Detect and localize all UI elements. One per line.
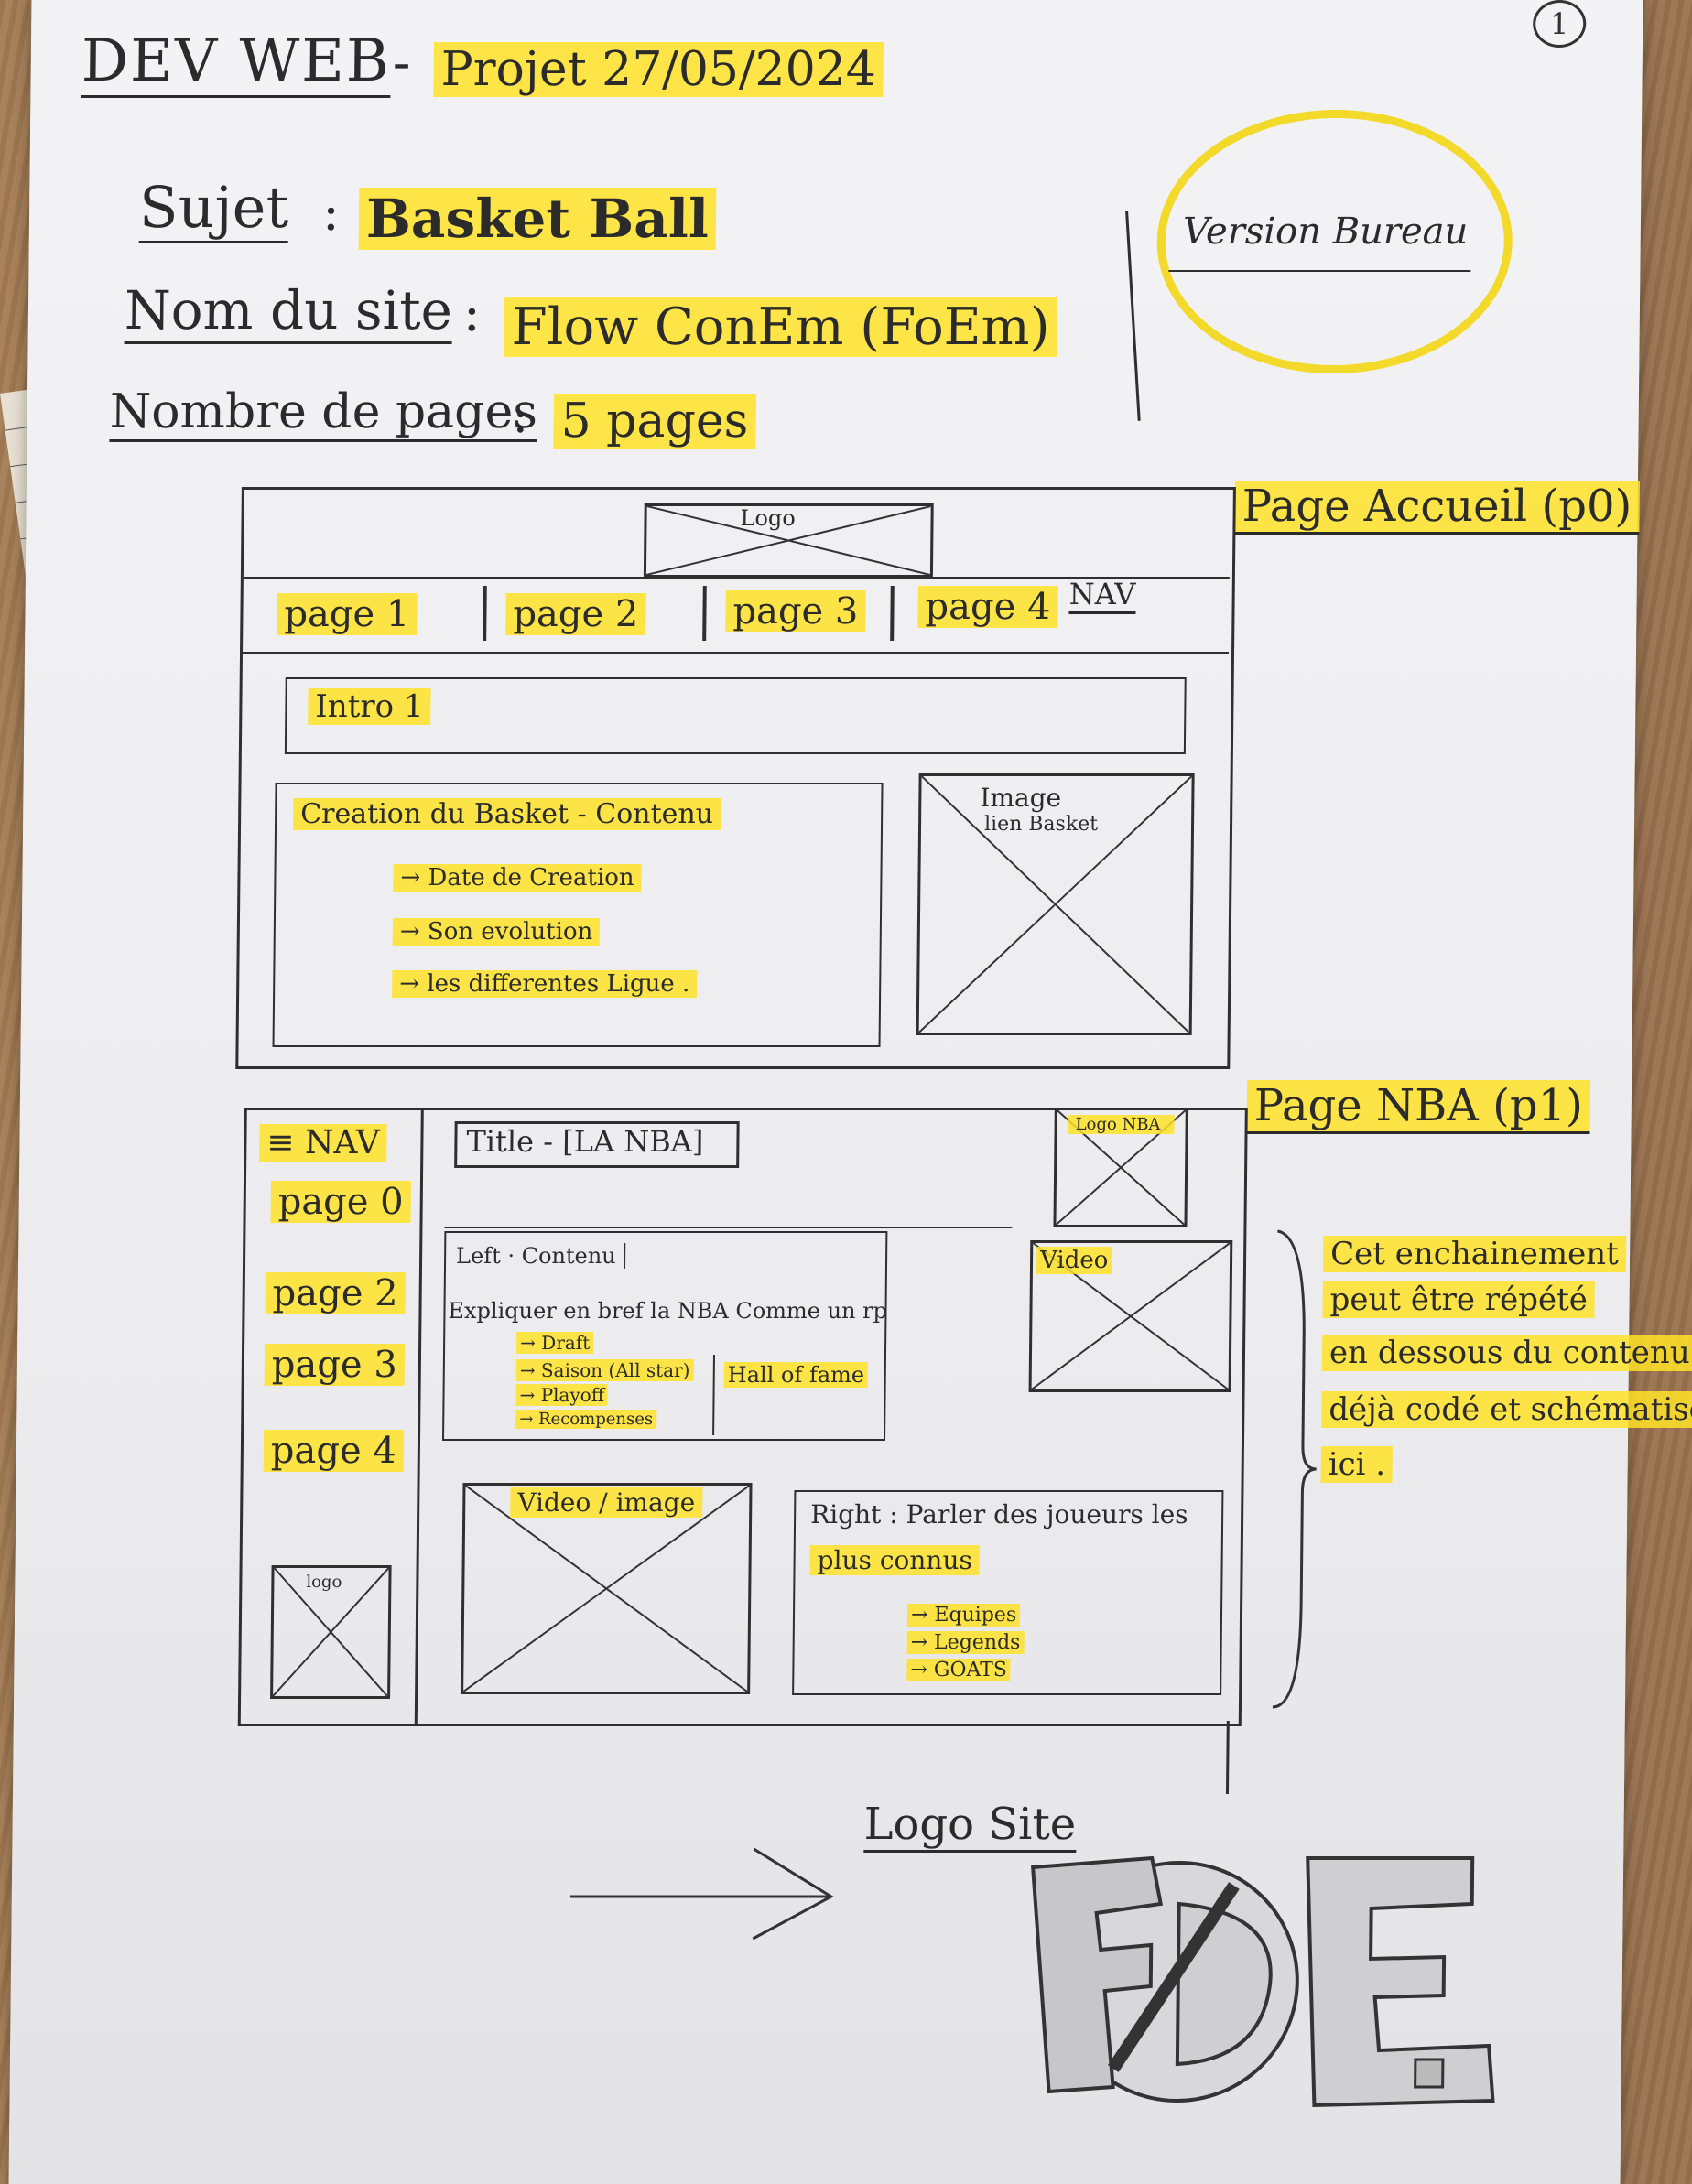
home-content-item-1: → Date de Creation [393, 864, 642, 892]
nba-nav-item-0: page 0 [270, 1181, 411, 1223]
nba-video-image-placeholder [461, 1483, 753, 1694]
nba-title-label: Title - [LA NBA] [466, 1124, 704, 1159]
note-line-4: déjà codé et schématisé [1321, 1391, 1692, 1428]
note-brace [1272, 1229, 1317, 1709]
home-nav-label: NAV [1068, 577, 1136, 614]
nba-page-title: Page NBA (p1) [1246, 1080, 1591, 1134]
home-image-placeholder [916, 773, 1195, 1035]
note-line-5: ici . [1320, 1446, 1394, 1483]
note-line-3: en dessous du contenu [1321, 1335, 1692, 1371]
nba-left-content-text: Expliquer en bref la NBA Comme un rp [448, 1298, 888, 1324]
home-intro-label: Intro 1 [308, 688, 431, 725]
site-name-value: Flow ConEm (FoEm) [504, 297, 1058, 357]
nba-side-logo-placeholder [270, 1565, 392, 1699]
home-nav-item-3: page 3 [725, 590, 866, 632]
pages-label: Nombre de pages [109, 384, 538, 442]
home-logo-placeholder [643, 503, 934, 578]
nba-video-label: Video [1036, 1247, 1112, 1274]
subject-value: Basket Ball [358, 188, 717, 250]
nba-right-item-2: → Legends [906, 1631, 1025, 1654]
nba-right-item-1: → Equipes [906, 1604, 1021, 1627]
nba-side-logo-label: logo [306, 1573, 342, 1592]
nba-logo-label: Logo NBA [1068, 1115, 1175, 1134]
nba-left-content-label: Left · Contenu [455, 1243, 625, 1269]
note-line-2: peut être répété [1322, 1281, 1596, 1318]
home-nav-item-2: page 2 [505, 593, 646, 635]
subject-label: Sujet [138, 174, 289, 243]
nba-left-item-2: → Saison (All star) [515, 1359, 694, 1381]
home-content-title: Creation du Basket - Contenu [292, 798, 721, 830]
nba-right-title-2: plus connus [809, 1545, 981, 1575]
header-dash: - [392, 31, 411, 93]
note-line-1: Cet enchainement [1322, 1236, 1627, 1272]
nba-nav-item-2: page 2 [265, 1272, 406, 1314]
version-text: Version Bureau [1182, 211, 1469, 253]
nba-left-item-1: → Draft [516, 1332, 594, 1354]
version-divider [1125, 211, 1141, 421]
nba-left-item-3: → Playoff [515, 1384, 609, 1406]
nba-hall-of-fame: Hall of fame [723, 1362, 869, 1388]
pages-value: 5 pages [553, 394, 756, 449]
project-date: Projet 27/05/2024 [433, 42, 884, 97]
home-content-item-2: → Son evolution [392, 918, 601, 946]
nba-right-item-3: → GOATS [906, 1659, 1011, 1681]
arrow-icon [569, 1847, 834, 1941]
home-page-title: Page Accueil (p0) [1234, 481, 1640, 535]
home-content-item-3: → les differentes Ligue . [392, 970, 698, 998]
sketch-paper-sheet: 1 DEV WEB - Projet 27/05/2024 Sujet : Ba… [8, 0, 1692, 2184]
home-logo-label: Logo [740, 505, 796, 531]
site-logo-sketch [1030, 1855, 1495, 2108]
home-nav-item-4: page 4 [917, 586, 1058, 628]
home-nav-item-1: page 1 [277, 593, 418, 635]
home-image-label: Image [980, 783, 1062, 813]
nba-nav-item-3: page 3 [264, 1344, 406, 1386]
nba-nav-label: ≡ NAV [259, 1124, 387, 1162]
course-title: DEV WEB [81, 27, 391, 98]
nba-nav-item-4: page 4 [263, 1430, 405, 1472]
site-name-label: Nom du site [124, 279, 452, 344]
nba-left-item-4: → Recompenses [515, 1410, 657, 1429]
page-number-circle: 1 [1532, 0, 1587, 48]
home-image-sublabel: lien Basket [983, 813, 1099, 836]
nba-right-title: Right : Parler des joueurs les [809, 1499, 1188, 1530]
nba-video-image-label: Video / image [510, 1487, 703, 1518]
